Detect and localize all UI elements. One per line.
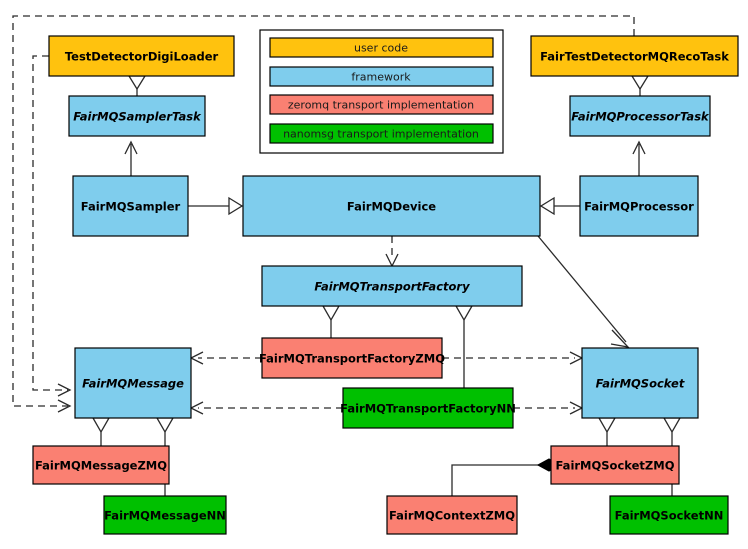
class-label-fairmqcontextzmq: FairMQContextZMQ [389, 509, 515, 523]
edge-recotask-to-message [12, 15, 635, 407]
class-label-fairmqmessagezmq: FairMQMessageZMQ [35, 459, 167, 473]
edge-layer [12, 15, 682, 496]
legend-swatch-zeromq [269, 94, 494, 115]
class-node-fairmqprocessor[interactable]: FairMQProcessor [579, 175, 699, 237]
class-label-fairmqtransportfactoryzmq: FairMQTransportFactoryZMQ [259, 352, 445, 366]
class-box-fairmqmessagenn[interactable] [103, 495, 227, 535]
class-node-fairmqmessage[interactable]: FairMQMessage [74, 347, 192, 419]
class-node-fairmqmessagezmq[interactable]: FairMQMessageZMQ [32, 445, 170, 485]
class-label-fairtestdetectormqrecotask: FairTestDetectorMQRecoTask [540, 50, 729, 64]
legend-swatch-nanomsg [269, 123, 494, 144]
arrowhead-open-recotask-message [57, 399, 72, 413]
class-box-fairmqsamplertask[interactable] [68, 95, 206, 137]
arrowhead-open-sampler-samplertask [124, 140, 138, 155]
class-node-fairmqdevice[interactable]: FairMQDevice [242, 175, 541, 237]
node-layer: TestDetectorDigiLoader FairTestDetectorM… [32, 35, 739, 535]
class-box-fairmqsocket[interactable] [581, 347, 699, 419]
arrowhead-open-digiloader-message [57, 383, 72, 397]
legend-label-nanomsg: nanomsg transport implementation [283, 128, 479, 141]
class-box-fairtestdetectormqrecotask[interactable] [530, 35, 739, 77]
class-node-fairmqtransportfactoryzmq[interactable]: FairMQTransportFactoryZMQ [259, 337, 445, 379]
class-node-fairmqcontextzmq[interactable]: FairMQContextZMQ [386, 495, 518, 535]
class-node-fairtestdetectormqrecotask[interactable]: FairTestDetectorMQRecoTask [530, 35, 739, 77]
class-label-fairmqprocessortask: FairMQProcessorTask [571, 110, 710, 124]
edge-contextzmq-to-socketzmq [451, 464, 539, 496]
legend-label-framework: framework [351, 71, 411, 84]
class-node-fairmqsocketzmq[interactable]: FairMQSocketZMQ [550, 445, 680, 485]
class-node-fairmqprocessortask[interactable]: FairMQProcessorTask [569, 95, 711, 137]
arrowhead-triangle-processor-device [539, 196, 555, 216]
class-label-fairmqmessage: FairMQMessage [82, 377, 184, 391]
class-box-fairmqsocketzmq[interactable] [550, 445, 680, 485]
color-legend: user code framework zeromq transport imp… [259, 29, 504, 154]
edge-digiloader-to-message [32, 55, 68, 391]
class-node-fairmqmessagenn[interactable]: FairMQMessageNN [103, 495, 227, 535]
class-box-fairmqmessage[interactable] [74, 347, 192, 419]
class-label-fairmqsamplertask: FairMQSamplerTask [73, 110, 202, 124]
class-label-fairmqsocketzmq: FairMQSocketZMQ [556, 459, 675, 473]
class-node-fairmqtransportfactorynn[interactable]: FairMQTransportFactoryNN [340, 387, 516, 429]
class-node-fairmqsocketnn[interactable]: FairMQSocketNN [609, 495, 729, 535]
arrowhead-open-device-socket [610, 329, 630, 348]
class-box-fairmqtransportfactoryzmq[interactable] [261, 337, 443, 379]
class-label-fairmqdevice: FairMQDevice [347, 200, 436, 214]
class-label-fairmqsampler: FairMQSampler [81, 200, 181, 214]
class-box-fairmqprocessor[interactable] [579, 175, 699, 237]
class-node-fairmqsocket[interactable]: FairMQSocket [581, 347, 699, 419]
class-box-fairmqtransportfactory[interactable] [261, 265, 523, 307]
class-node-testdetectordigiloader[interactable]: TestDetectorDigiLoader [48, 35, 235, 77]
class-label-fairmqsocket: FairMQSocket [596, 377, 685, 391]
class-label-fairmqtransportfactory: FairMQTransportFactory [314, 280, 470, 294]
legend-label-zeromq: zeromq transport implementation [288, 99, 474, 112]
class-node-fairmqsamplertask[interactable]: FairMQSamplerTask [68, 95, 206, 137]
class-label-fairmqsocketnn: FairMQSocketNN [615, 509, 724, 523]
class-box-fairmqsampler[interactable] [72, 175, 189, 237]
legend-swatch-user-code [269, 37, 494, 58]
edge-device-to-socket [537, 235, 627, 343]
class-box-testdetectordigiloader[interactable] [48, 35, 235, 77]
class-label-fairmqtransportfactorynn: FairMQTransportFactoryNN [340, 402, 516, 416]
class-box-fairmqprocessortask[interactable] [569, 95, 711, 137]
class-label-fairmqprocessor: FairMQProcessor [584, 200, 694, 214]
class-node-fairmqsampler[interactable]: FairMQSampler [72, 175, 189, 237]
arrowhead-open-processor-processortask [632, 140, 646, 155]
class-box-fairmqsocketnn[interactable] [609, 495, 729, 535]
class-label-fairmqmessagenn: FairMQMessageNN [104, 509, 226, 523]
class-node-fairmqtransportfactory[interactable]: FairMQTransportFactory [261, 265, 523, 307]
class-box-fairmqdevice[interactable] [242, 175, 541, 237]
arrowhead-triangle-sampler-device [228, 196, 244, 216]
class-label-testdetectordigiloader: TestDetectorDigiLoader [65, 50, 219, 64]
legend-swatch-framework [269, 66, 494, 87]
class-box-fairmqcontextzmq[interactable] [386, 495, 518, 535]
class-box-fairmqmessagezmq[interactable] [32, 445, 170, 485]
legend-label-user-code: user code [354, 42, 408, 55]
class-box-fairmqtransportfactorynn[interactable] [342, 387, 514, 429]
